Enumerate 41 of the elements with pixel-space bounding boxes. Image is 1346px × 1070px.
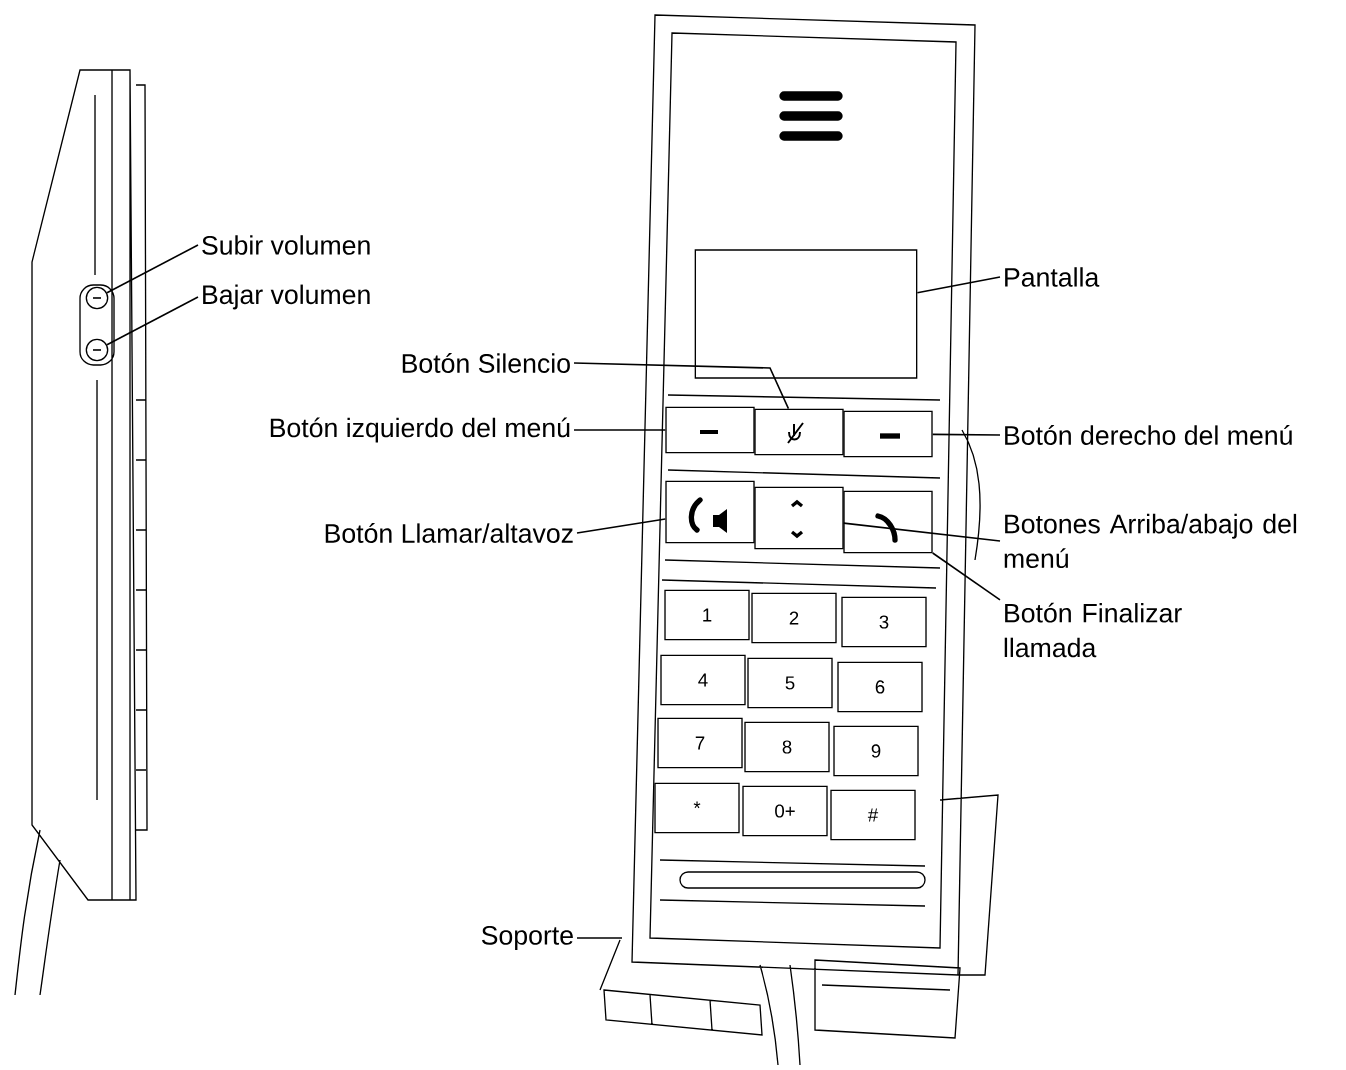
leader-line (576, 937, 623, 939)
key-outline (843, 490, 933, 554)
leader-line (106, 244, 199, 294)
keypad-key: 7 (657, 717, 743, 769)
callout-label: Soporte (481, 925, 573, 951)
keypad-key: 1 (664, 589, 750, 641)
leader-line (106, 296, 199, 346)
screen (694, 249, 918, 379)
callout-label: Subir volumen (202, 235, 370, 255)
keypad-key: * (654, 782, 740, 834)
keypad-key: 9 (833, 725, 919, 777)
keypad-key: # (830, 789, 916, 841)
callout-label: Bajar volumen (203, 284, 370, 310)
leader-line (931, 552, 1001, 601)
volume-button (85, 286, 109, 310)
callout-label: Pantalla (1005, 267, 1100, 287)
keypad-key: 3 (841, 596, 927, 648)
callout-label: Botón Silencio (402, 353, 570, 373)
leader-line (931, 433, 1001, 436)
keypad-key: 2 (751, 592, 837, 644)
key-outline (665, 406, 755, 454)
callout-label: Botón Finalizar llamada (1004, 602, 1182, 658)
leader-line (573, 429, 667, 431)
callout-label: Botón derecho del menú (1005, 425, 1292, 445)
volume-button (85, 338, 109, 362)
callout-label: Botón Llamar/altavoz (325, 523, 573, 543)
callout-label: Botón izquierdo del menú (270, 417, 570, 443)
keypad-key: 5 (747, 657, 833, 709)
key-outline (665, 480, 755, 544)
leader-line (916, 276, 1001, 294)
key-outline (754, 486, 844, 550)
keypad-key: 8 (744, 721, 830, 773)
callout-label: Botones Arriba/abajo del menú (1004, 513, 1297, 569)
keypad-key: 6 (837, 661, 923, 713)
leader-line (576, 518, 667, 534)
keypad-key: 0+ (742, 785, 828, 837)
key-outline (843, 410, 933, 458)
key-outline (754, 408, 844, 456)
leader-line (573, 362, 790, 410)
keypad-key: 4 (660, 654, 746, 706)
leader-line (842, 522, 1001, 542)
